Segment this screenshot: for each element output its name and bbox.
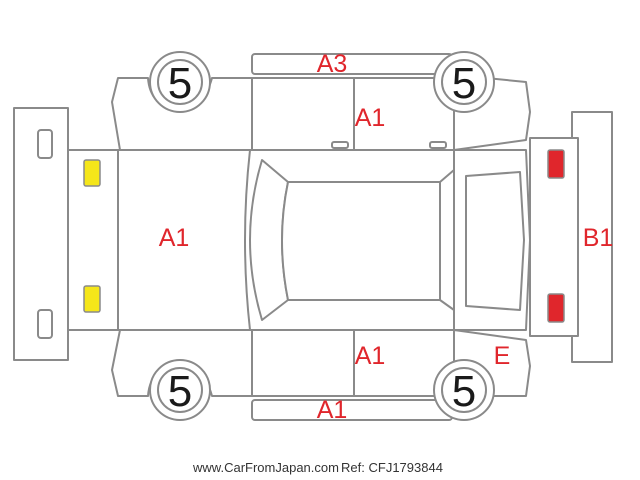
tire-front-left-rating: 5 [168, 59, 192, 108]
front-bumper [13, 107, 69, 361]
tire-front-right-rating: 5 [168, 367, 192, 416]
tire-rear-right-rating: 5 [452, 367, 476, 416]
rear-lamp-upper [547, 149, 565, 179]
code-left-doors: A1 [355, 104, 386, 132]
tire-front-left: 5 [149, 51, 211, 113]
code-roof-right-edge: A1 [317, 396, 348, 424]
code-roof-left-edge: A3 [317, 50, 348, 78]
tire-rear-left: 5 [433, 51, 495, 113]
tire-rear-left-rating: 5 [452, 59, 476, 108]
code-right-doors: A1 [355, 342, 386, 370]
code-hood: A1 [159, 224, 190, 252]
tire-rear-right: 5 [433, 359, 495, 421]
footer-site: www.CarFromJapan.com [192, 460, 339, 475]
left-roof-edge [251, 53, 453, 75]
tire-front-right: 5 [149, 359, 211, 421]
right-roof-edge [251, 399, 453, 421]
code-rear-gate: E [494, 342, 511, 370]
code-rear-bumper: B1 [583, 224, 614, 252]
front-lamp-lower [83, 285, 101, 313]
front-lamp-upper [83, 159, 101, 187]
rear-lamp-lower [547, 293, 565, 323]
car-top-view [67, 137, 579, 337]
footer-ref: Ref: CFJ1793844 [341, 460, 443, 475]
